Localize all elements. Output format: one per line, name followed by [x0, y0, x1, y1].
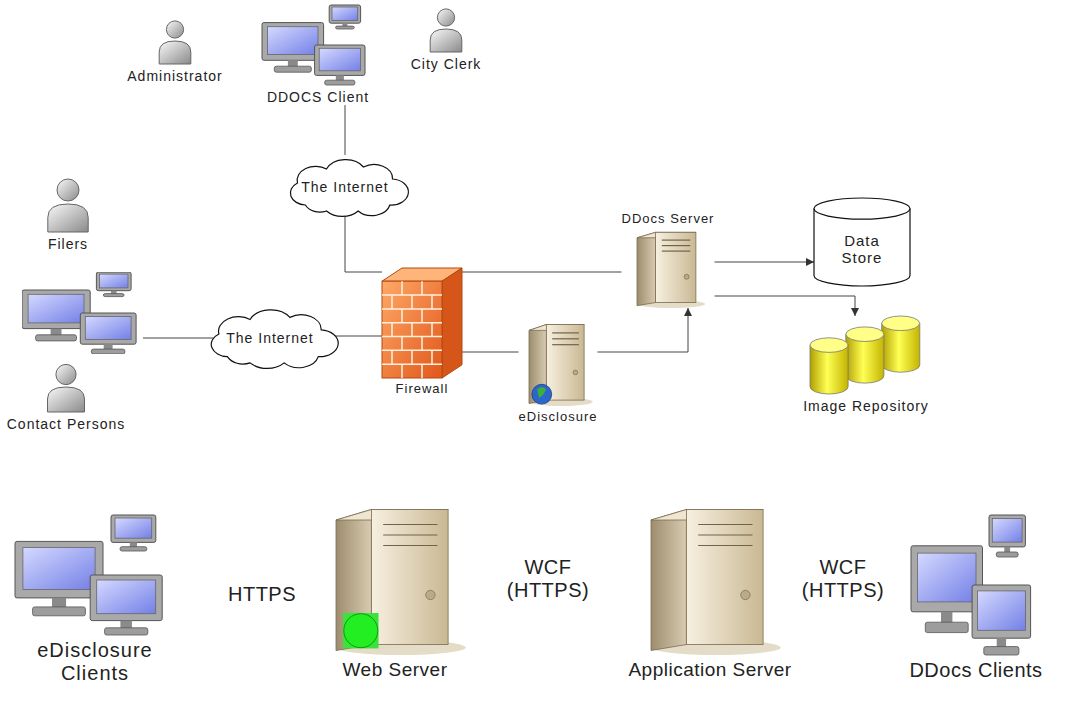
node-label: The Internet: [226, 330, 314, 346]
node-label: eDisclosure: [519, 410, 598, 425]
node-label: Administrator: [127, 68, 222, 84]
person-node: Filers: [45, 176, 91, 252]
server-node: DDocs Server: [622, 212, 715, 308]
person-icon: [157, 18, 193, 64]
protocol-label: HTTPS: [228, 583, 296, 606]
label-holder: The Internet: [279, 155, 411, 215]
cloud-node: The Internet: [279, 155, 411, 215]
computer-group: [22, 272, 146, 354]
person-icon: [428, 6, 464, 52]
node-label: Filers: [48, 236, 88, 252]
node-label: DDocs Clients: [909, 659, 1042, 682]
person-node: Administrator: [127, 18, 222, 84]
node-label: DDOCS Client: [267, 89, 369, 105]
label-holder: Data Store: [814, 198, 910, 286]
connector: [345, 105, 346, 155]
server-icon: [651, 505, 769, 655]
computer-group: [22, 272, 146, 358]
connector: [462, 272, 622, 273]
client-node: eDisclosure Clients: [15, 515, 175, 685]
cloud-node: The Internet: [199, 305, 341, 367]
connector: [715, 296, 856, 316]
computer-group: [262, 5, 374, 85]
person-icon: [45, 176, 91, 232]
firewall-icon: [382, 268, 462, 378]
node-label: Data Store: [832, 232, 892, 267]
protocol-label: WCF (HTTPS): [797, 556, 889, 602]
node-label: Web Server: [343, 659, 448, 681]
connector: [715, 262, 815, 263]
label-holder: The Internet: [199, 305, 341, 367]
person-icon: [45, 362, 87, 412]
connector: [345, 215, 382, 272]
node-label: DDocs Server: [622, 212, 715, 227]
client-node: DDOCS Client: [262, 5, 374, 105]
protocol-label: WCF (HTTPS): [502, 556, 594, 602]
server-node: eDisclosure: [519, 322, 598, 425]
server-icon: [336, 505, 454, 655]
person-node: City Clerk: [411, 6, 482, 72]
repository-node: Image Repository: [803, 316, 929, 414]
firewall-node: Firewall: [382, 268, 462, 397]
server-node: Application Server: [628, 505, 791, 681]
connector: [462, 352, 519, 353]
node-label: Contact Persons: [7, 416, 126, 432]
computer-group: [15, 515, 175, 635]
client-node: DDocs Clients: [909, 515, 1042, 682]
storage-cylinders: [810, 316, 922, 394]
node-label: Image Repository: [803, 398, 929, 414]
computer-group: [911, 515, 1041, 655]
server-icon: [529, 322, 587, 406]
connector: [329, 336, 382, 337]
node-label: eDisclosure Clients: [25, 639, 165, 685]
datastore-node: Data Store: [814, 198, 910, 286]
node-label: Application Server: [628, 659, 791, 681]
wire: [143, 338, 214, 339]
node-label: City Clerk: [411, 56, 482, 72]
node-label: The Internet: [301, 179, 389, 195]
connector: [598, 308, 689, 352]
server-icon: [637, 230, 699, 308]
person-node: Contact Persons: [7, 362, 126, 432]
server-node: Web Server: [336, 505, 454, 681]
node-label: Firewall: [396, 382, 449, 397]
